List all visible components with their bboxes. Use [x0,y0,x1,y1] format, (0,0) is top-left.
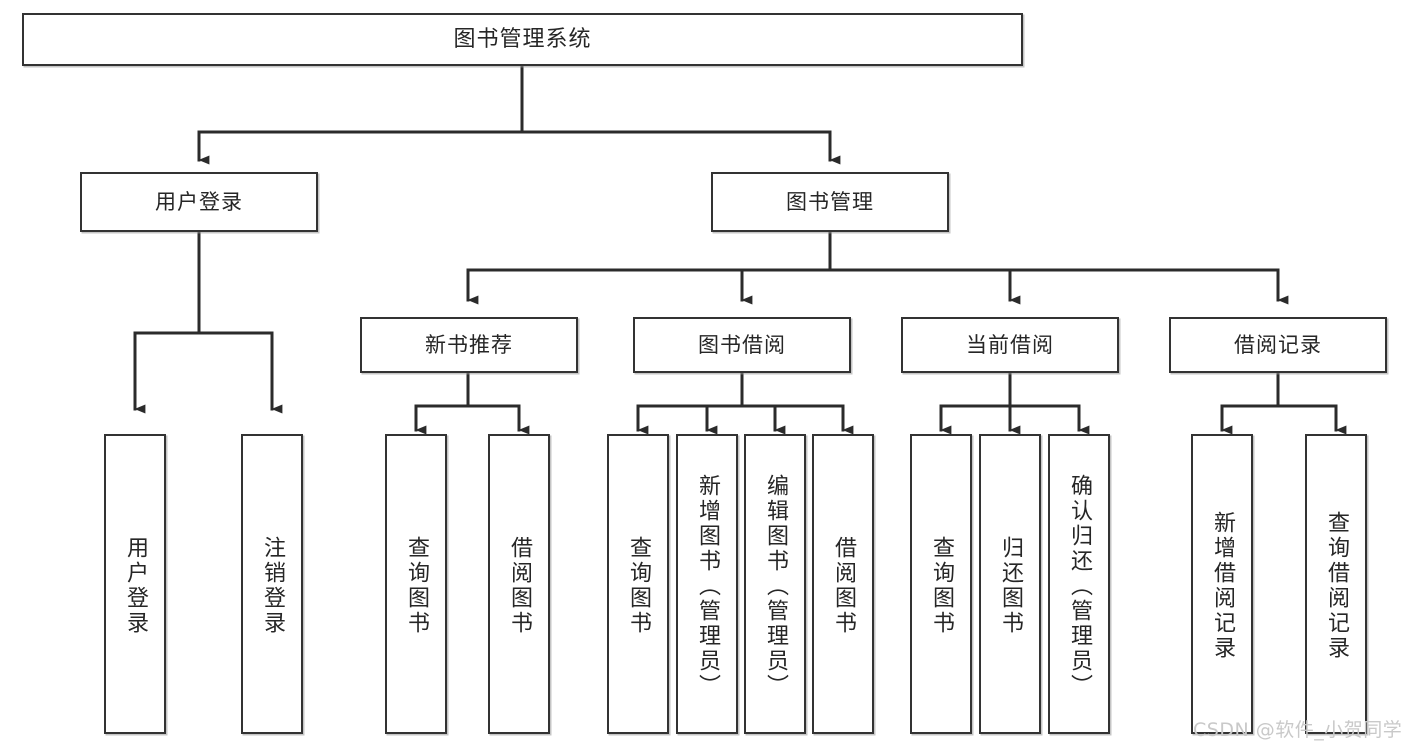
leaf-current-borrow-query-book[interactable]: 查询图书 [910,434,972,734]
node-label: 用户登录 [123,536,148,636]
leaf-user-login-logout[interactable]: 注销登录 [241,434,303,734]
node-borrow-record[interactable]: 借阅记录 [1169,317,1387,373]
leaf-book-borrow-borrow-book[interactable]: 借阅图书 [812,434,874,734]
node-label: 查询图书 [626,536,651,636]
node-new-book-recommendation[interactable]: 新书推荐 [360,317,578,373]
node-label: 借阅图书 [831,536,856,636]
node-label: 注销登录 [260,536,285,636]
node-root-book-management-system[interactable]: 图书管理系统 [22,13,1023,66]
node-current-borrow[interactable]: 当前借阅 [901,317,1119,373]
node-label: 图书管理 [786,189,874,214]
node-label: 新增图书（管理员） [695,473,720,699]
csdn-watermark: CSDN @软件_小贺同学 [1193,719,1403,741]
node-label: 新增借阅记录 [1210,511,1235,661]
node-label: 图书管理系统 [453,26,592,52]
node-label: 编辑图书（管理员） [763,473,788,699]
node-label: 图书借阅 [698,332,786,357]
node-label: 查询借阅记录 [1324,511,1349,661]
leaf-book-borrow-query-book[interactable]: 查询图书 [607,434,669,734]
node-label: 归还图书 [998,536,1023,636]
leaf-new-book-query-book[interactable]: 查询图书 [385,434,447,734]
node-label: 当前借阅 [966,332,1054,357]
node-label: 查询图书 [929,536,954,636]
node-label: 用户登录 [155,189,243,214]
leaf-borrow-record-query-record[interactable]: 查询借阅记录 [1305,434,1367,734]
leaf-book-borrow-edit-book-admin[interactable]: 编辑图书（管理员） [744,434,806,734]
node-label: 确认归还（管理员） [1067,473,1092,699]
node-label: 查询图书 [404,536,429,636]
node-label: 新书推荐 [425,332,513,357]
leaf-borrow-record-add-record[interactable]: 新增借阅记录 [1191,434,1253,734]
leaf-current-borrow-confirm-return-admin[interactable]: 确认归还（管理员） [1048,434,1110,734]
leaf-new-book-borrow-book[interactable]: 借阅图书 [488,434,550,734]
node-label: 借阅图书 [507,536,532,636]
node-book-management[interactable]: 图书管理 [711,172,949,232]
node-book-borrow[interactable]: 图书借阅 [633,317,851,373]
node-label: 借阅记录 [1234,332,1322,357]
node-user-login[interactable]: 用户登录 [80,172,318,232]
leaf-current-borrow-return-book[interactable]: 归还图书 [979,434,1041,734]
leaf-book-borrow-add-book-admin[interactable]: 新增图书（管理员） [676,434,738,734]
leaf-user-login-login[interactable]: 用户登录 [104,434,166,734]
